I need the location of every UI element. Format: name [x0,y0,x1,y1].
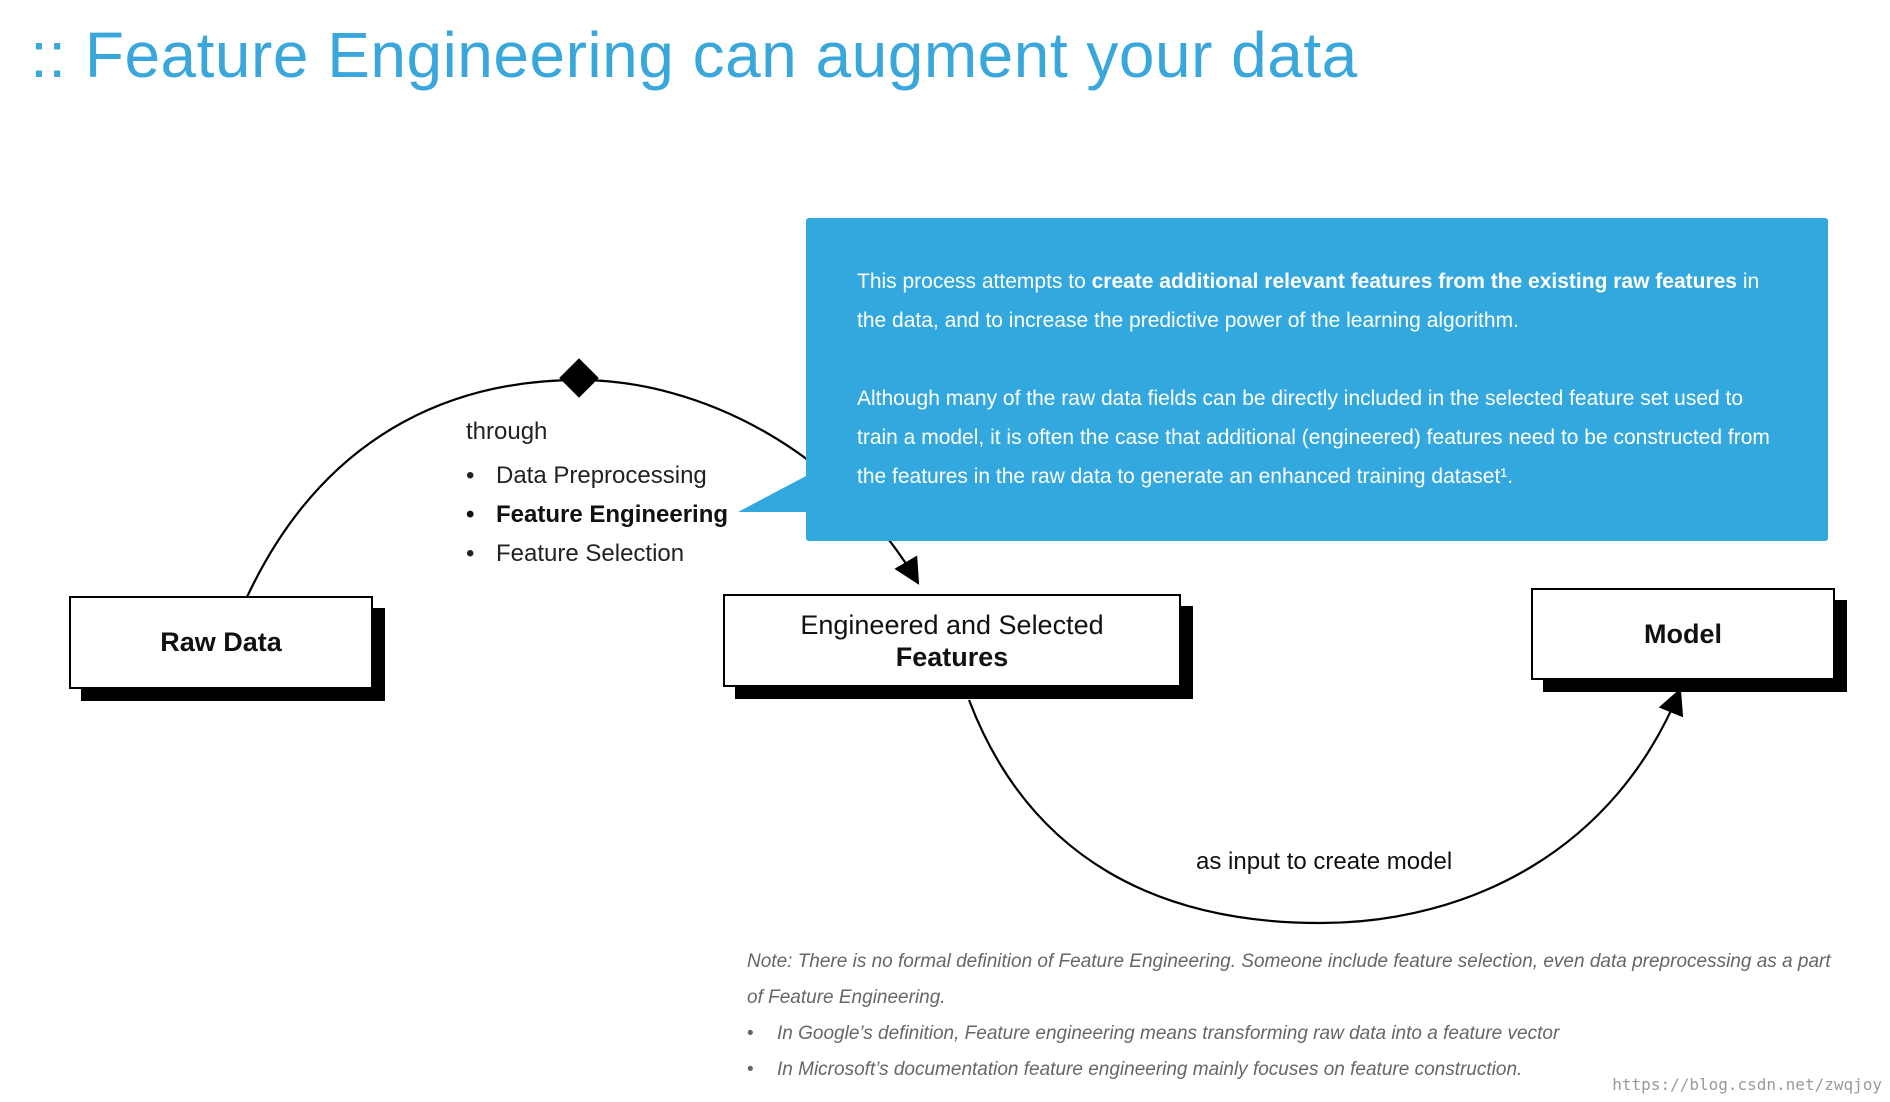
note-block: Note: There is no formal definition of F… [747,944,1837,1088]
callout-box: This process attempts to create addition… [806,218,1828,541]
raw-data-box: Raw Data [69,596,373,689]
note-main: Note: There is no formal definition of F… [747,951,1831,1008]
engineered-label-line2: Features [895,641,1009,672]
through-label: through [466,418,548,445]
diamond-marker [559,358,599,398]
note-bullet-google: In Google’s definition, Feature engineer… [747,1016,1837,1052]
callout-paragraph-1: This process attempts to create addition… [857,262,1776,340]
callout-pointer [738,476,806,512]
raw-data-label: Raw Data [160,627,282,657]
arc-engineered-to-model [967,687,1684,925]
engineered-features-box: Engineered and Selected Features [723,594,1181,687]
callout-paragraph-2: Although many of the raw data fields can… [857,387,1770,488]
note-bullet-microsoft: In Microsoft’s documentation feature eng… [747,1052,1837,1088]
through-list: Data Preprocessing Feature Engineering F… [466,456,728,573]
callout-p1-pre: This process attempts to [857,270,1092,293]
model-box: Model [1531,588,1835,680]
callout-p1-bold: create additional relevant features from… [1091,270,1737,293]
model-label: Model [1644,618,1722,649]
through-item-feature-engineering: Feature Engineering [466,495,728,534]
page-title: :: Feature Engineering can augment your … [30,19,1358,91]
through-item-feature-selection: Feature Selection [466,534,728,573]
callout-p1-post: in the data, and to increase the predict… [857,270,1760,332]
edge-label-input-to-model: as input to create model [1196,848,1453,875]
engineered-label-line1: Engineered and Selected [800,609,1104,640]
watermark: https://blog.csdn.net/zwqjoy [1612,1075,1882,1094]
through-item-data-preprocessing: Data Preprocessing [466,456,728,495]
